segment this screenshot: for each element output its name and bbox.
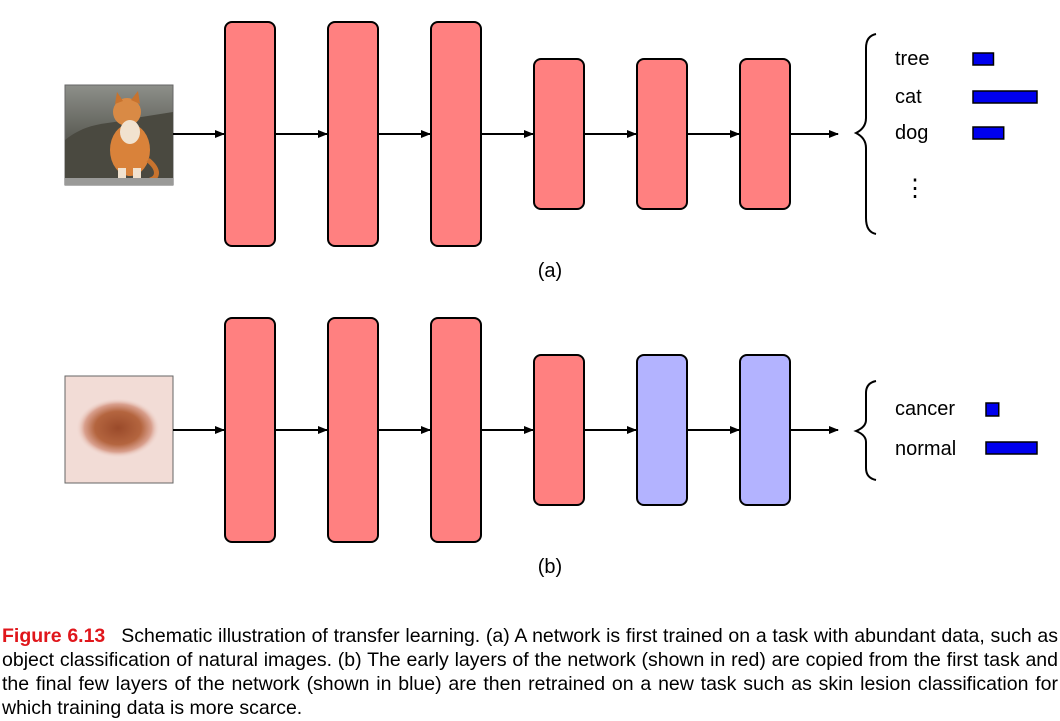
network-layers-b — [224, 317, 839, 543]
caption-text: Schematic illustration of transfer learn… — [2, 625, 1058, 719]
transfer-learning-diagram: tree cat dog ⋮ (a) cancer normal — [64, 21, 1038, 578]
figure-label: Figure 6.13 — [2, 625, 106, 647]
output-bar-normal — [985, 441, 1038, 455]
layer-6-retrained — [739, 354, 791, 506]
layer-2-frozen — [327, 21, 379, 247]
output-bar-cancer — [985, 402, 1000, 417]
output-label-normal: normal — [895, 438, 956, 460]
output-bar-cat — [972, 90, 1038, 104]
layer-2-frozen — [327, 317, 379, 543]
cat-body — [110, 124, 150, 176]
output-bar-tree — [972, 52, 995, 66]
output-brace-b — [853, 380, 877, 481]
layer-5-frozen — [636, 58, 688, 210]
network-layers-a — [224, 21, 839, 247]
layer-3-frozen — [430, 317, 482, 543]
output-bar-dog — [972, 126, 1005, 140]
output-list-b: cancer normal — [895, 398, 1038, 460]
output-brace-a — [853, 33, 877, 235]
layer-6-frozen — [739, 58, 791, 210]
output-label-tree: tree — [895, 48, 929, 70]
layer-3-frozen — [430, 21, 482, 247]
cat-head — [113, 98, 141, 126]
layer-4-frozen — [533, 354, 585, 506]
input-image-cat — [64, 84, 174, 186]
input-image-lesion — [64, 375, 174, 484]
output-label-cat: cat — [895, 86, 922, 108]
panel-a: tree cat dog ⋮ (a) — [64, 21, 1038, 282]
output-list-a: tree cat dog ⋮ — [895, 48, 1038, 202]
layer-1-frozen — [224, 21, 276, 247]
panel-b: cancer normal (b) — [64, 317, 1038, 578]
panel-b-label: (b) — [538, 556, 562, 578]
panel-a-label: (a) — [538, 260, 562, 282]
lesion-spot — [76, 398, 160, 458]
output-label-cancer: cancer — [895, 398, 955, 420]
output-label-dog: dog — [895, 122, 928, 144]
layer-4-frozen — [533, 58, 585, 210]
layer-5-retrained — [636, 354, 688, 506]
output-ellipsis: ⋮ — [903, 175, 927, 202]
layer-1-frozen — [224, 317, 276, 543]
